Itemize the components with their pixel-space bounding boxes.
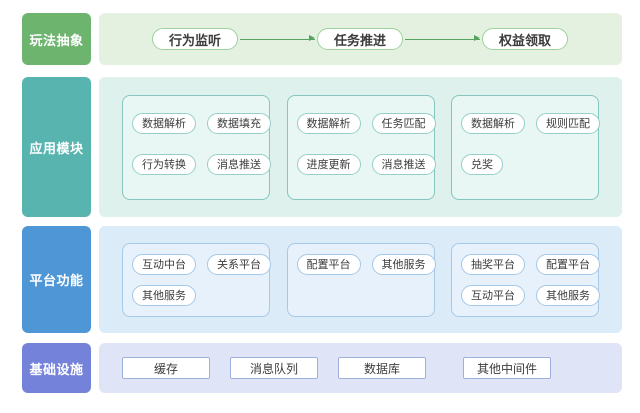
module-node: 兑奖 (461, 153, 503, 175)
row-gameplay-abstraction: 玩法抽象 行为监听 任务推进 权益领取 (22, 13, 622, 65)
module-node: 消息推送 (207, 153, 271, 175)
modules-panel: 数据解析 数据填充 行为转换 消息推送 数据解析 任务匹配 进度更新 消息推送 (99, 77, 622, 217)
pill-row: 互动平台 其他服务 (461, 284, 600, 306)
row-infrastructure: 基础设施 缓存 消息队列 数据库 其他中间件 (22, 343, 622, 393)
infra-node-cache: 缓存 (122, 357, 210, 379)
infrastructure-panel: 缓存 消息队列 数据库 其他中间件 (99, 343, 622, 393)
module-group-behavior: 数据解析 数据填充 行为转换 消息推送 (122, 94, 271, 200)
module-node: 数据填充 (207, 112, 271, 134)
platform-node: 其他服务 (132, 284, 196, 306)
row-label-platform-functions: 平台功能 (22, 226, 91, 333)
module-node: 数据解析 (132, 112, 196, 134)
platform-node: 配置平台 (536, 253, 600, 275)
module-node: 规则匹配 (536, 112, 600, 134)
module-group-task: 数据解析 任务匹配 进度更新 消息推送 (286, 94, 436, 200)
module-node: 行为转换 (132, 153, 196, 175)
module-node: 数据解析 (296, 112, 361, 134)
platform-node: 抽奖平台 (461, 253, 525, 275)
pill-row: 行为转换 消息推送 (132, 153, 271, 175)
module-group-reward: 数据解析 规则匹配 兑奖 (451, 94, 600, 200)
row-application-modules: 应用模块 数据解析 数据填充 行为转换 消息推送 数据解析 任务匹配 进度更新 (22, 77, 622, 217)
pill-row: 数据解析 规则匹配 (461, 112, 600, 134)
flow-node-reward-claim: 权益领取 (482, 28, 568, 50)
pill-row: 数据解析 任务匹配 (296, 112, 436, 134)
pill-row: 互动中台 关系平台 (132, 253, 271, 275)
pill-row: 抽奖平台 配置平台 (461, 253, 600, 275)
platform-group-behavior: 互动中台 关系平台 其他服务 (122, 242, 271, 317)
infra-node-database: 数据库 (338, 357, 426, 379)
gameplay-flow-panel: 行为监听 任务推进 权益领取 (99, 13, 622, 65)
module-node: 进度更新 (296, 153, 361, 175)
flow-node-task-advance: 任务推进 (317, 28, 403, 50)
platform-group-reward: 抽奖平台 配置平台 互动平台 其他服务 (451, 242, 600, 317)
pill-row: 其他服务 (132, 284, 269, 306)
platform-node: 关系平台 (207, 253, 271, 275)
platform-group-task: 配置平台 其他服务 (286, 242, 436, 317)
pill-row: 兑奖 (461, 153, 598, 175)
module-node: 任务匹配 (371, 112, 436, 134)
row-label-application-modules: 应用模块 (22, 77, 91, 217)
row-label-gameplay-abstraction: 玩法抽象 (22, 13, 91, 65)
platform-node: 配置平台 (296, 253, 361, 275)
flow-node-behavior-listen: 行为监听 (152, 28, 238, 50)
platform-node: 其他服务 (371, 253, 436, 275)
platform-panel: 互动中台 关系平台 其他服务 配置平台 其他服务 抽奖平台 配置平台 (99, 226, 622, 333)
infra-node-message-queue: 消息队列 (230, 357, 318, 379)
platform-node: 互动平台 (461, 284, 525, 306)
module-node: 消息推送 (371, 153, 436, 175)
pill-row: 进度更新 消息推送 (296, 153, 436, 175)
module-node: 数据解析 (461, 112, 525, 134)
platform-node: 互动中台 (132, 253, 196, 275)
row-platform-functions: 平台功能 互动中台 关系平台 其他服务 配置平台 其他服务 抽奖平台 (22, 226, 622, 333)
row-label-infrastructure: 基础设施 (22, 343, 91, 393)
arrow-right-icon (405, 35, 480, 41)
infra-node-other-middleware: 其他中间件 (463, 357, 551, 379)
arrow-right-icon (240, 35, 315, 41)
pill-row: 数据解析 数据填充 (132, 112, 271, 134)
pill-row: 配置平台 其他服务 (296, 253, 436, 275)
platform-node: 其他服务 (536, 284, 600, 306)
